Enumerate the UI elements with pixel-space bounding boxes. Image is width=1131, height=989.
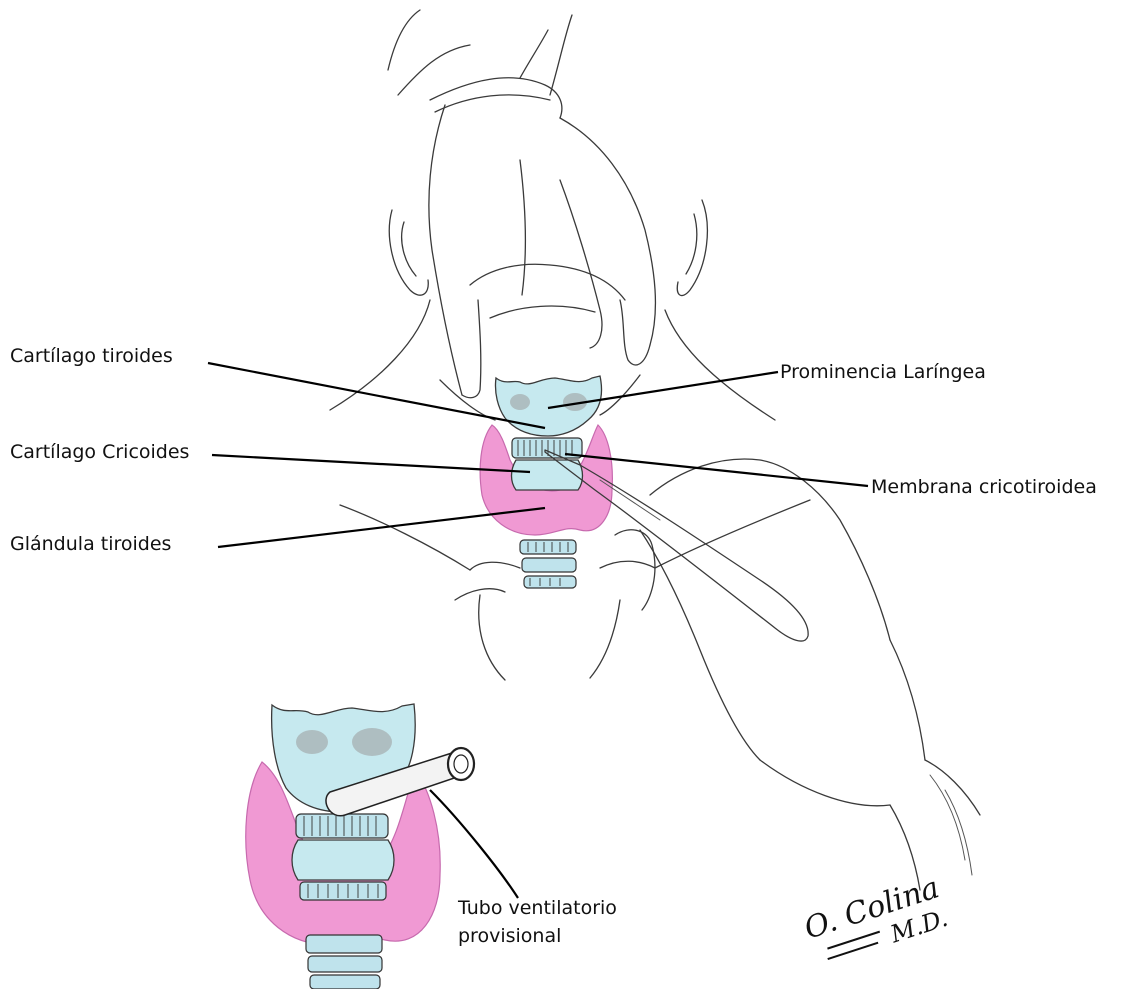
label-thyroid-cartilage: Cartílago tiroides bbox=[10, 345, 173, 367]
larynx-lower bbox=[246, 704, 474, 989]
leader-thyroid-gland bbox=[218, 508, 545, 547]
label-laryngeal-prominence: Prominencia Laríngea bbox=[780, 361, 986, 383]
leader-thyroid-cartilage bbox=[208, 363, 545, 428]
label-cricothyroid-membrane: Membrana cricotiroidea bbox=[871, 476, 1097, 498]
label-cricoid-cartilage: Cartílago Cricoides bbox=[10, 441, 189, 463]
larynx-upper bbox=[480, 376, 612, 588]
cricoid-cartilage-lower bbox=[292, 840, 394, 880]
artist-signature: O. Colina M.D. bbox=[800, 870, 952, 973]
leader-tube bbox=[430, 790, 518, 898]
label-tube-line2: provisional bbox=[458, 925, 561, 947]
label-tube-line1: Tubo ventilatorio bbox=[457, 897, 617, 919]
hand-with-scalpel bbox=[545, 450, 980, 890]
cricoid-cartilage-upper bbox=[512, 460, 583, 490]
label-thyroid-gland: Glándula tiroides bbox=[10, 533, 171, 555]
